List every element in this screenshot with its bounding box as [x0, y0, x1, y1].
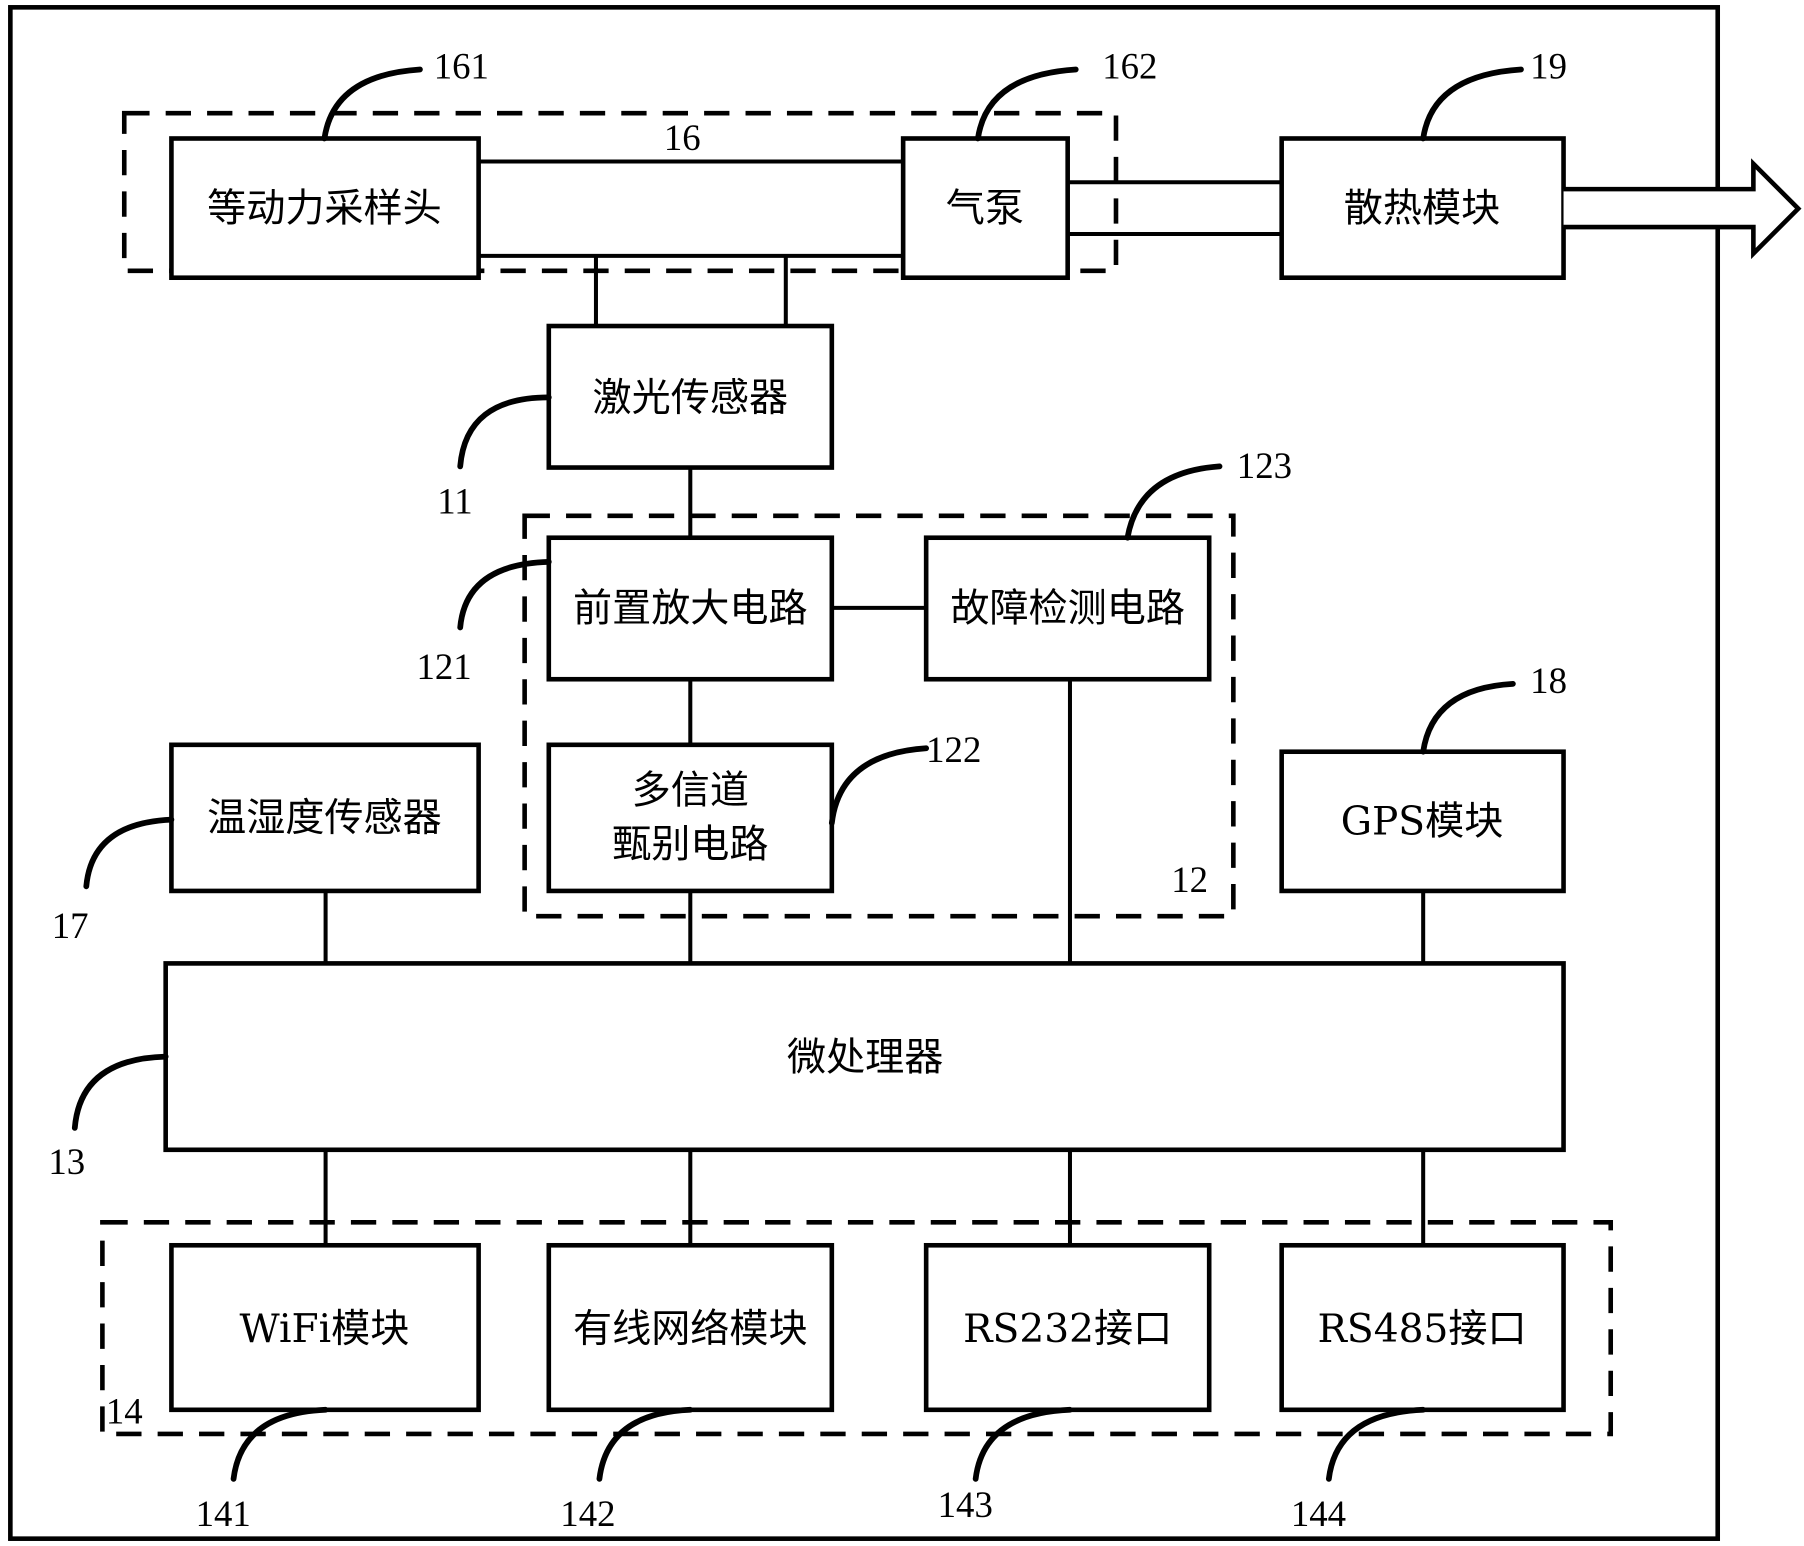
ref-144: 144 — [1291, 1493, 1346, 1534]
wifi-label: WiFi模块 — [239, 1307, 409, 1352]
ref-12: 12 — [1171, 859, 1208, 900]
ref-18: 18 — [1530, 660, 1567, 701]
multichannel-label-line2: 甄别电路 — [612, 823, 768, 868]
preamp-label: 前置放大电路 — [573, 587, 808, 632]
multichannel-block — [546, 742, 835, 894]
wired-net-block — [546, 1242, 835, 1413]
heat-module-label: 散热模块 — [1344, 186, 1500, 231]
leader-123 — [1124, 463, 1223, 541]
group-gas-path — [121, 110, 1119, 274]
exhaust-arrow-icon — [1563, 158, 1802, 260]
microprocessor-block — [163, 961, 1566, 1153]
ref-17: 17 — [52, 905, 89, 946]
leader-143 — [972, 1406, 1073, 1482]
rs232-label: RS232接口 — [963, 1307, 1172, 1352]
ref-141: 141 — [196, 1493, 251, 1534]
leader-162 — [975, 66, 1079, 142]
ref-16: 16 — [664, 117, 701, 158]
ref-123: 123 — [1237, 445, 1292, 486]
ref-19: 19 — [1530, 46, 1567, 87]
air-pump-block — [900, 136, 1070, 281]
laser-sensor-label: 激光传感器 — [593, 376, 789, 421]
gps-label: GPS模块 — [1341, 800, 1504, 845]
ref-13: 13 — [48, 1141, 85, 1182]
microprocessor-label: 微处理器 — [787, 1035, 943, 1080]
leader-121 — [457, 559, 552, 631]
temp-humidity-label: 温湿度传感器 — [207, 796, 442, 841]
ref-162: 162 — [1102, 46, 1157, 87]
outer-frame — [8, 5, 1721, 1541]
air-pump-label: 气泵 — [946, 186, 1024, 231]
ref-161: 161 — [434, 46, 489, 87]
multichannel-label-line1: 多信道 — [632, 768, 749, 813]
leader-122 — [828, 745, 930, 826]
fault-detect-label: 故障检测电路 — [950, 587, 1185, 632]
rs485-label: RS485接口 — [1317, 1307, 1526, 1352]
ref-142: 142 — [560, 1493, 615, 1534]
leader-144 — [1325, 1406, 1427, 1482]
ref-14: 14 — [106, 1391, 143, 1432]
leader-13 — [71, 1053, 169, 1131]
sampling-head-label: 等动力采样头 — [207, 186, 442, 231]
fault-detect-block — [923, 535, 1212, 682]
leader-161 — [321, 66, 423, 142]
leader-18 — [1420, 680, 1516, 755]
group-comm — [100, 1219, 1614, 1437]
leader-17 — [83, 816, 175, 890]
wifi-block — [169, 1242, 481, 1413]
ref-121: 121 — [416, 646, 471, 687]
wired-net-label: 有线网络模块 — [573, 1307, 808, 1352]
rs232-block — [923, 1242, 1212, 1413]
ref-122: 122 — [926, 729, 981, 770]
leader-142 — [596, 1406, 694, 1482]
rs485-block — [1279, 1242, 1566, 1413]
temp-humidity-block — [169, 742, 481, 894]
group-signal-circuit — [522, 513, 1236, 919]
ref-143: 143 — [938, 1484, 993, 1525]
ref-11: 11 — [437, 481, 472, 522]
leader-11 — [457, 394, 552, 470]
leader-141 — [230, 1406, 329, 1482]
leader-19 — [1420, 66, 1524, 142]
